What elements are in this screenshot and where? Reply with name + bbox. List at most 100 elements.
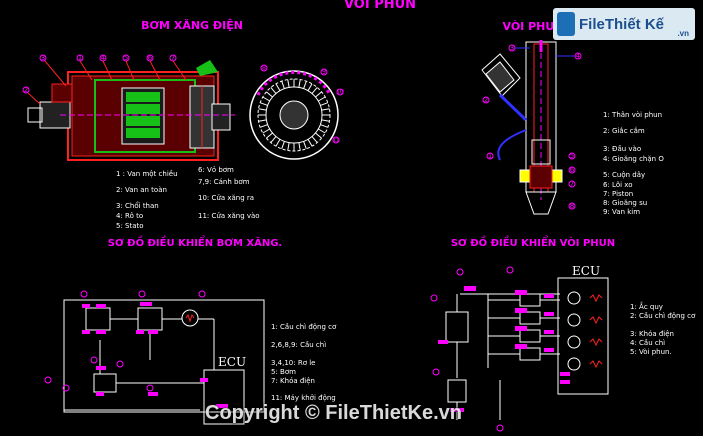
impeller-tooth (287, 142, 290, 151)
impeller-tooth (320, 124, 328, 128)
impeller-tooth (315, 91, 322, 98)
legend-item: 2: Van an toàn (116, 186, 167, 194)
callout-label: 1 (488, 152, 492, 160)
impeller-tooth (317, 96, 326, 102)
injector-circuit (445, 277, 609, 420)
injector-callouts: 3 4 2 1 5 6 7 8 (482, 44, 582, 210)
impeller-tooth (270, 136, 277, 143)
legend-item: 6: Lõi xo (603, 181, 632, 189)
injector-circuit-legend: 1: Ắc quy 2: Cầu chì động cơ 3: Khóa điệ… (630, 301, 696, 356)
callout-label: 5 (570, 152, 574, 160)
impeller-tooth (266, 132, 273, 139)
callout-label: 2 (484, 96, 488, 104)
impeller-tooth (307, 83, 313, 92)
pump-legend-left: 1 : Van một chiều 2: Van an toàn 3: Chổi… (116, 170, 178, 230)
legend-item: 7,9: Cánh bơm (198, 178, 250, 186)
pump-circuit-callouts (44, 290, 206, 392)
injector-title: VÒI PHUN (503, 20, 564, 33)
legend-item: 5: Stato (116, 222, 144, 230)
legend-item: 4: Cầu chì (630, 339, 665, 347)
impeller-tooth (298, 79, 301, 88)
impeller-tooth (311, 87, 318, 94)
logo-suffix: .vn (677, 29, 689, 38)
legend-item: 8: Gioăng su (603, 199, 647, 207)
legend-item: 11: Máy khởi động (271, 394, 336, 402)
injector-section (481, 40, 563, 215)
callout-label: 8 (262, 65, 266, 72)
pump-circuit-markers (82, 302, 228, 408)
callout-label: 4 (576, 52, 581, 60)
impeller-ring-view: 8 9 10 11 (249, 64, 344, 160)
logo-mark-icon (557, 12, 575, 36)
injector-legend: 1: Thân vòi phun 2: Giắc cắm 3: Đầu vào … (603, 111, 664, 216)
impeller-tooth (303, 141, 307, 149)
injector-circuit-callouts (430, 266, 514, 432)
top-title-partial: VOI PHUN (344, 0, 416, 12)
impeller-tooth (321, 119, 330, 122)
legend-item: 3: Khóa điện (630, 330, 674, 338)
callout-label: 8 (570, 202, 574, 210)
pump-legend-right: 6: Vỏ bơm 7,9: Cánh bơm 10: Cửa xăng ra … (198, 166, 260, 220)
pump-ecu-label: ECU (218, 355, 246, 369)
injector-circuit-title: SƠ ĐỒ ĐIỀU KHIỂN VÒI PHUN (451, 234, 615, 249)
impeller-tooth (321, 108, 330, 111)
injector-ecu-label: ECU (572, 264, 600, 278)
legend-item: 2,6,8,9: Cầu chì (271, 341, 326, 349)
impeller-tooth (281, 141, 285, 149)
legend-item: 6: Vỏ bơm (198, 166, 234, 174)
callout-label: 7 (171, 54, 175, 62)
callout-label: 1 (78, 54, 82, 62)
impeller-tooth (262, 128, 271, 134)
impeller-tooth (266, 91, 273, 98)
fuel-pump-section (27, 60, 235, 161)
legend-item: 3,4,10: Rơ le (271, 359, 315, 367)
legend-item: 7: Piston (603, 190, 633, 198)
callout-label: 6 (570, 166, 575, 174)
site-logo: FileThiết Kế .vn (553, 8, 695, 40)
impeller-tooth (315, 132, 322, 139)
legend-item: 1: Cầu chì động cơ (271, 323, 337, 331)
impeller-tooth (303, 81, 307, 89)
legend-item: 4: Rô to (116, 212, 143, 220)
legend-item: 5: Bơm (271, 368, 296, 376)
logo-text: FileThiết Kế (579, 15, 665, 33)
legend-item: 5: Vòi phun. (630, 348, 672, 356)
pump-circuit-title: SƠ ĐỒ ĐIỀU KHIỂN BƠM XĂNG. (108, 234, 282, 249)
legend-item: 1 : Van một chiều (116, 170, 178, 178)
pump-circuit-legend: 1: Cầu chì động cơ 2,6,8,9: Cầu chì 3,4,… (271, 323, 337, 402)
callout-label: 7 (570, 180, 574, 188)
impeller-tooth (311, 136, 318, 143)
legend-item: 1: Ắc quy (630, 301, 663, 311)
legend-item: 3: Đầu vào (603, 145, 641, 153)
legend-item: 10: Cửa xăng ra (198, 194, 254, 202)
copyright-watermark: Copyright © FileThietKe.vn (205, 402, 462, 424)
impeller-tooth (287, 79, 290, 88)
callout-label: 6 (148, 54, 153, 62)
callout-label: 2 (24, 86, 28, 94)
impeller-tooth (260, 124, 268, 128)
impeller-tooth (317, 128, 326, 134)
callout-label: 4 (101, 54, 106, 62)
legend-item: 4: Gioăng chặn O (603, 155, 664, 163)
legend-item: 5: Cuộn dây (603, 171, 645, 179)
callout-label: 10 (336, 89, 344, 96)
impeller-tooth (258, 108, 267, 111)
legend-item: 2: Giắc cắm (603, 126, 645, 135)
callout-label: 3 (510, 44, 514, 52)
pump-callouts: 3 1 4 5 6 7 2 (22, 54, 187, 105)
impeller-tooth (275, 83, 281, 92)
impeller-tooth (262, 96, 271, 102)
callout-label: 5 (124, 54, 128, 62)
legend-item: 1: Thân vòi phun (603, 111, 662, 119)
legend-item: 7: Khóa điện (271, 377, 315, 385)
impeller-tooth (260, 102, 268, 106)
injector-circuit-markers (438, 286, 570, 412)
pump-title: BƠM XĂNG ĐIỆN (141, 19, 243, 32)
legend-item: 2: Cầu chì động cơ (630, 312, 696, 320)
legend-item: 9: Van kim (603, 208, 640, 216)
impeller-tooth (275, 138, 281, 147)
impeller-tooth (320, 102, 328, 106)
callout-label: 3 (41, 54, 45, 62)
legend-item: 3: Chổi than (116, 201, 159, 210)
